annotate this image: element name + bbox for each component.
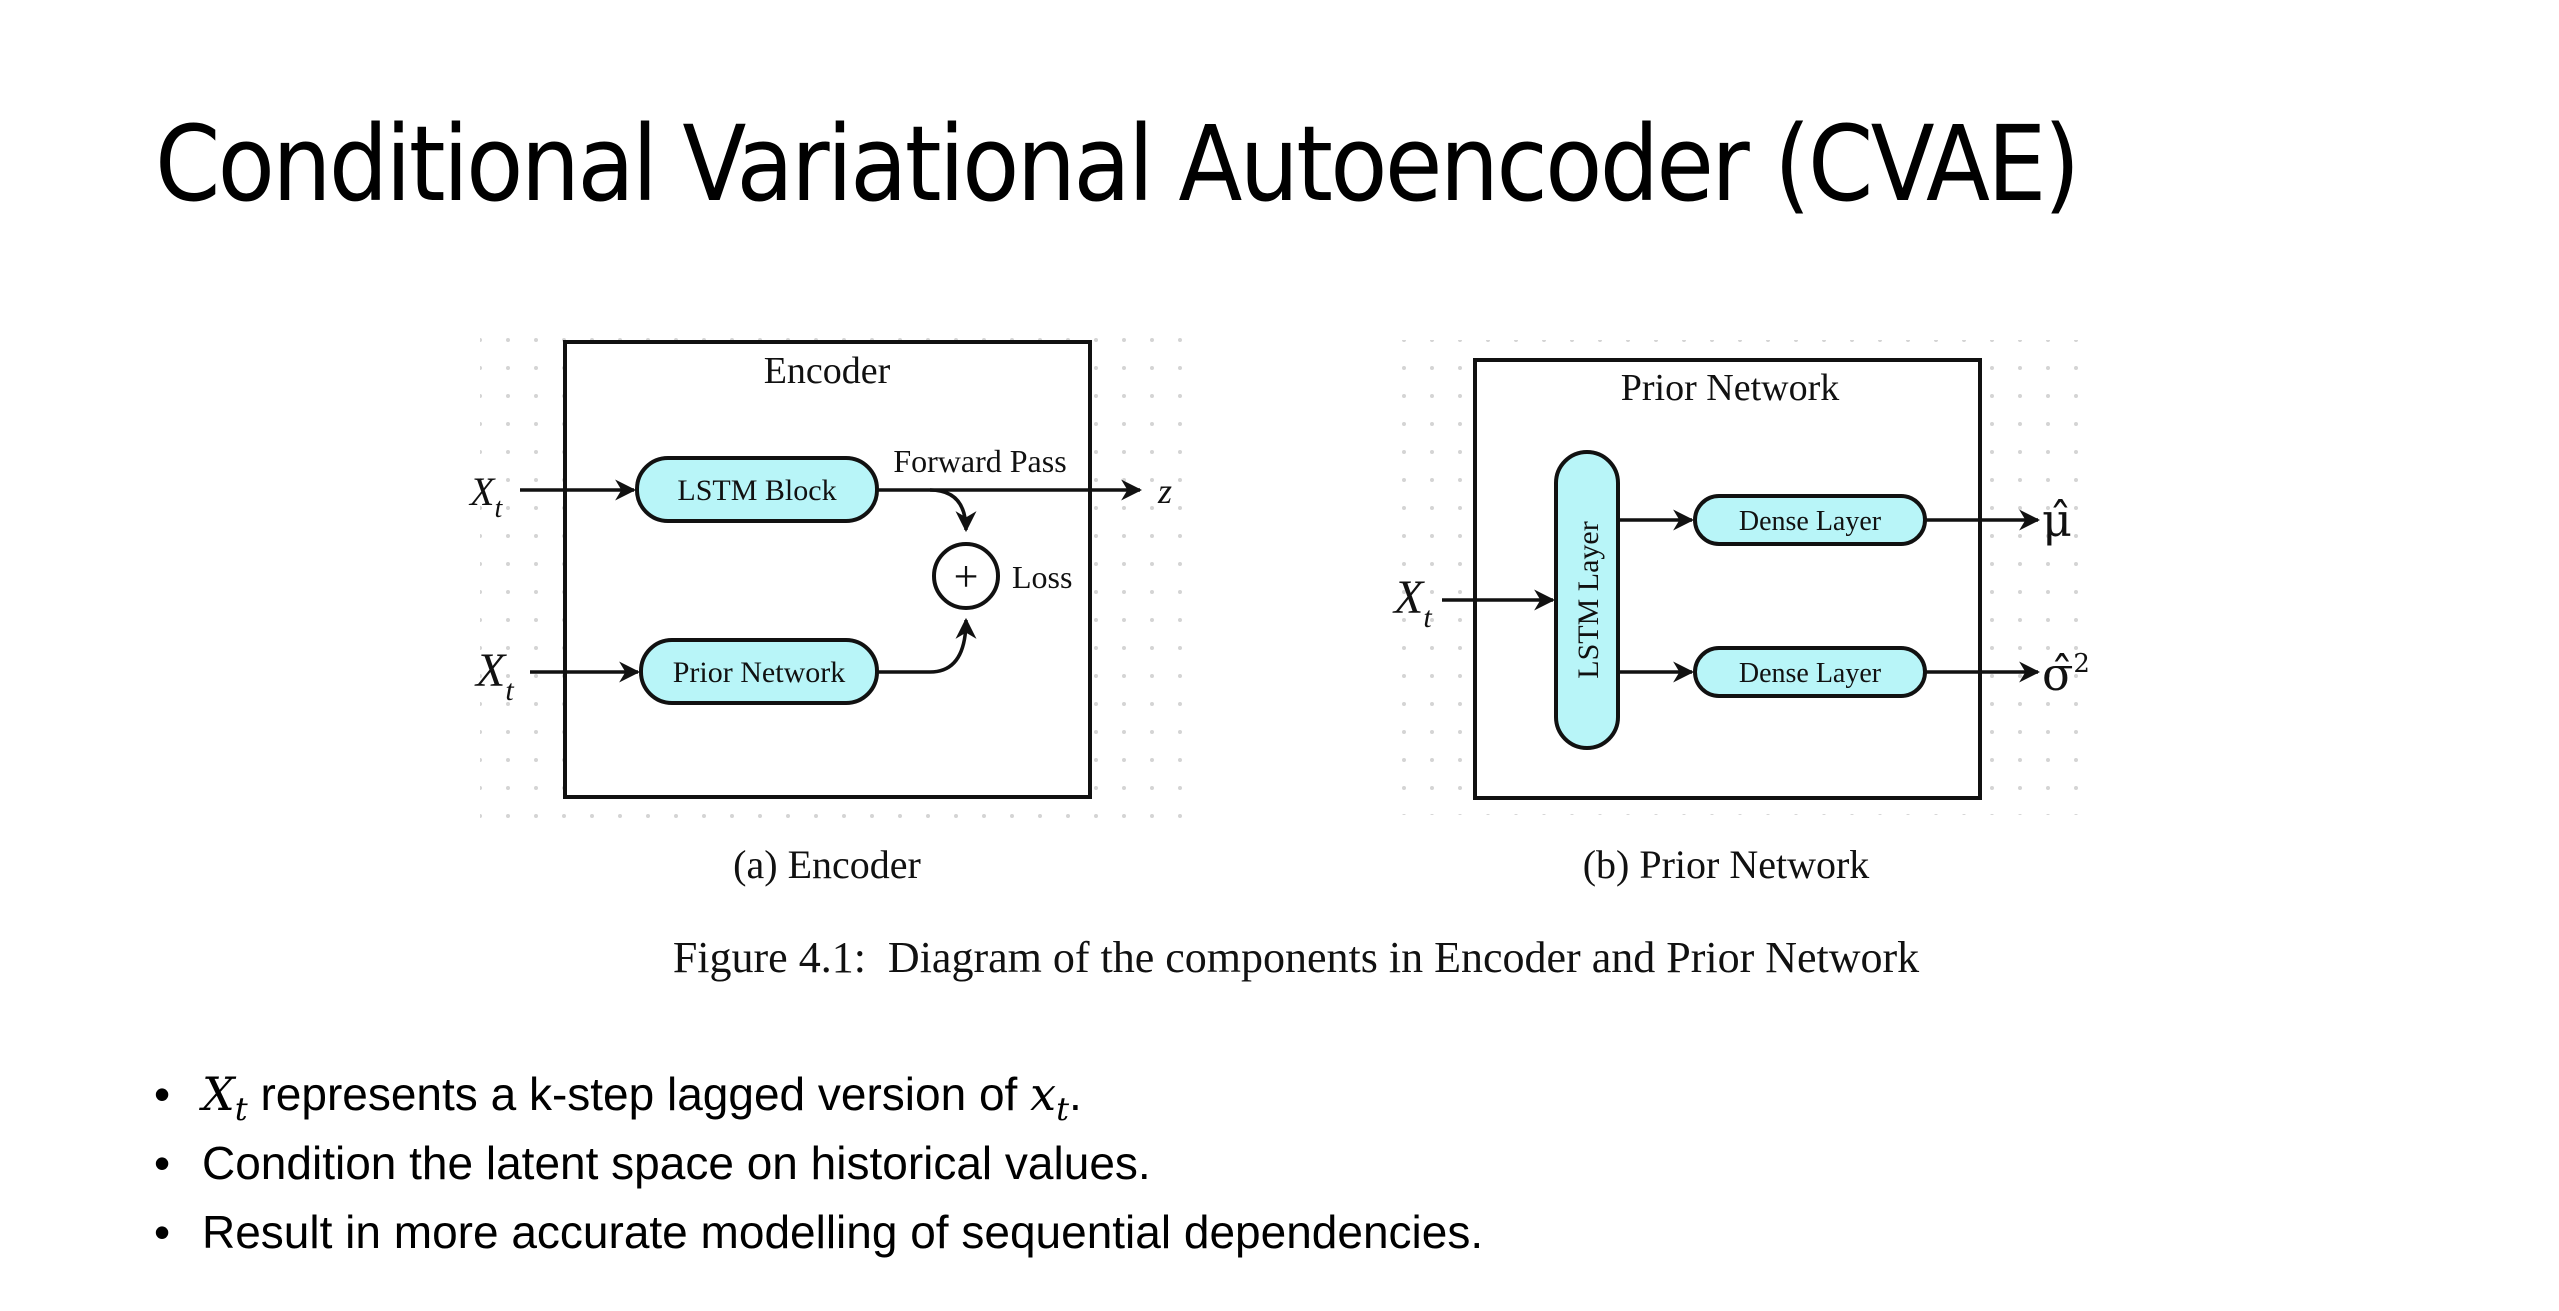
prior-network-block-label: Prior Network	[673, 656, 845, 689]
bullet-item-2: Condition the latent space on historical…	[150, 1129, 1483, 1198]
lstm-block-label: LSTM Block	[677, 474, 836, 507]
loss-label: Loss	[1012, 559, 1072, 595]
sum-node	[932, 542, 1000, 610]
prior-input: Xt	[1392, 571, 1432, 634]
bullet-item-3: Result in more accurate modelling of seq…	[150, 1198, 1483, 1267]
panel-b-prior-network: Prior Network Xt LSTM Layer Dense Layer …	[1380, 340, 2100, 887]
prior-network-box-title: Prior Network	[1621, 367, 1839, 409]
figure-caption: Figure 4.1: Diagram of the components in…	[673, 933, 1919, 982]
panel-a-encoder: Encoder Xt LSTM Block Forward Pass z + L…	[468, 318, 1190, 887]
lstm-layer-label: LSTM Layer	[1572, 521, 1605, 678]
dense-layer-top-label: Dense Layer	[1739, 506, 1882, 537]
forward-pass-label: Forward Pass	[893, 443, 1066, 479]
dense-layer-bottom-label: Dense Layer	[1739, 658, 1882, 689]
slide-title: Conditional Variational Autoencoder (CVA…	[155, 103, 2080, 225]
math-x-t: xt	[1030, 1067, 1070, 1129]
bullet-item-1: Xt represents a k-step lagged version of…	[150, 1060, 1483, 1129]
sum-node-symbol: +	[954, 552, 979, 601]
encoder-input-bottom: Xt	[474, 644, 514, 707]
caption-b: (b) Prior Network	[1583, 842, 1870, 887]
bullet-list: Xt represents a k-step lagged version of…	[150, 1060, 1483, 1267]
encoder-output-z: z	[1157, 471, 1172, 511]
encoder-box	[563, 340, 1092, 799]
arrow-lstm-to-sum	[929, 488, 977, 533]
math-X-t: Xt	[202, 1067, 248, 1129]
output-sigma-hat: σ̂2	[2042, 647, 2090, 701]
caption-a: (a) Encoder	[733, 842, 921, 887]
prior-network-box	[1473, 358, 1982, 800]
lstm-layer	[1554, 450, 1620, 750]
figure-diagram: Encoder Xt LSTM Block Forward Pass z + L…	[468, 318, 2100, 982]
encoder-box-title: Encoder	[764, 350, 891, 392]
encoder-input-top: Xt	[468, 469, 503, 524]
arrow-prior-to-sum	[877, 617, 977, 674]
output-mu-hat: μ̂	[2042, 493, 2072, 547]
